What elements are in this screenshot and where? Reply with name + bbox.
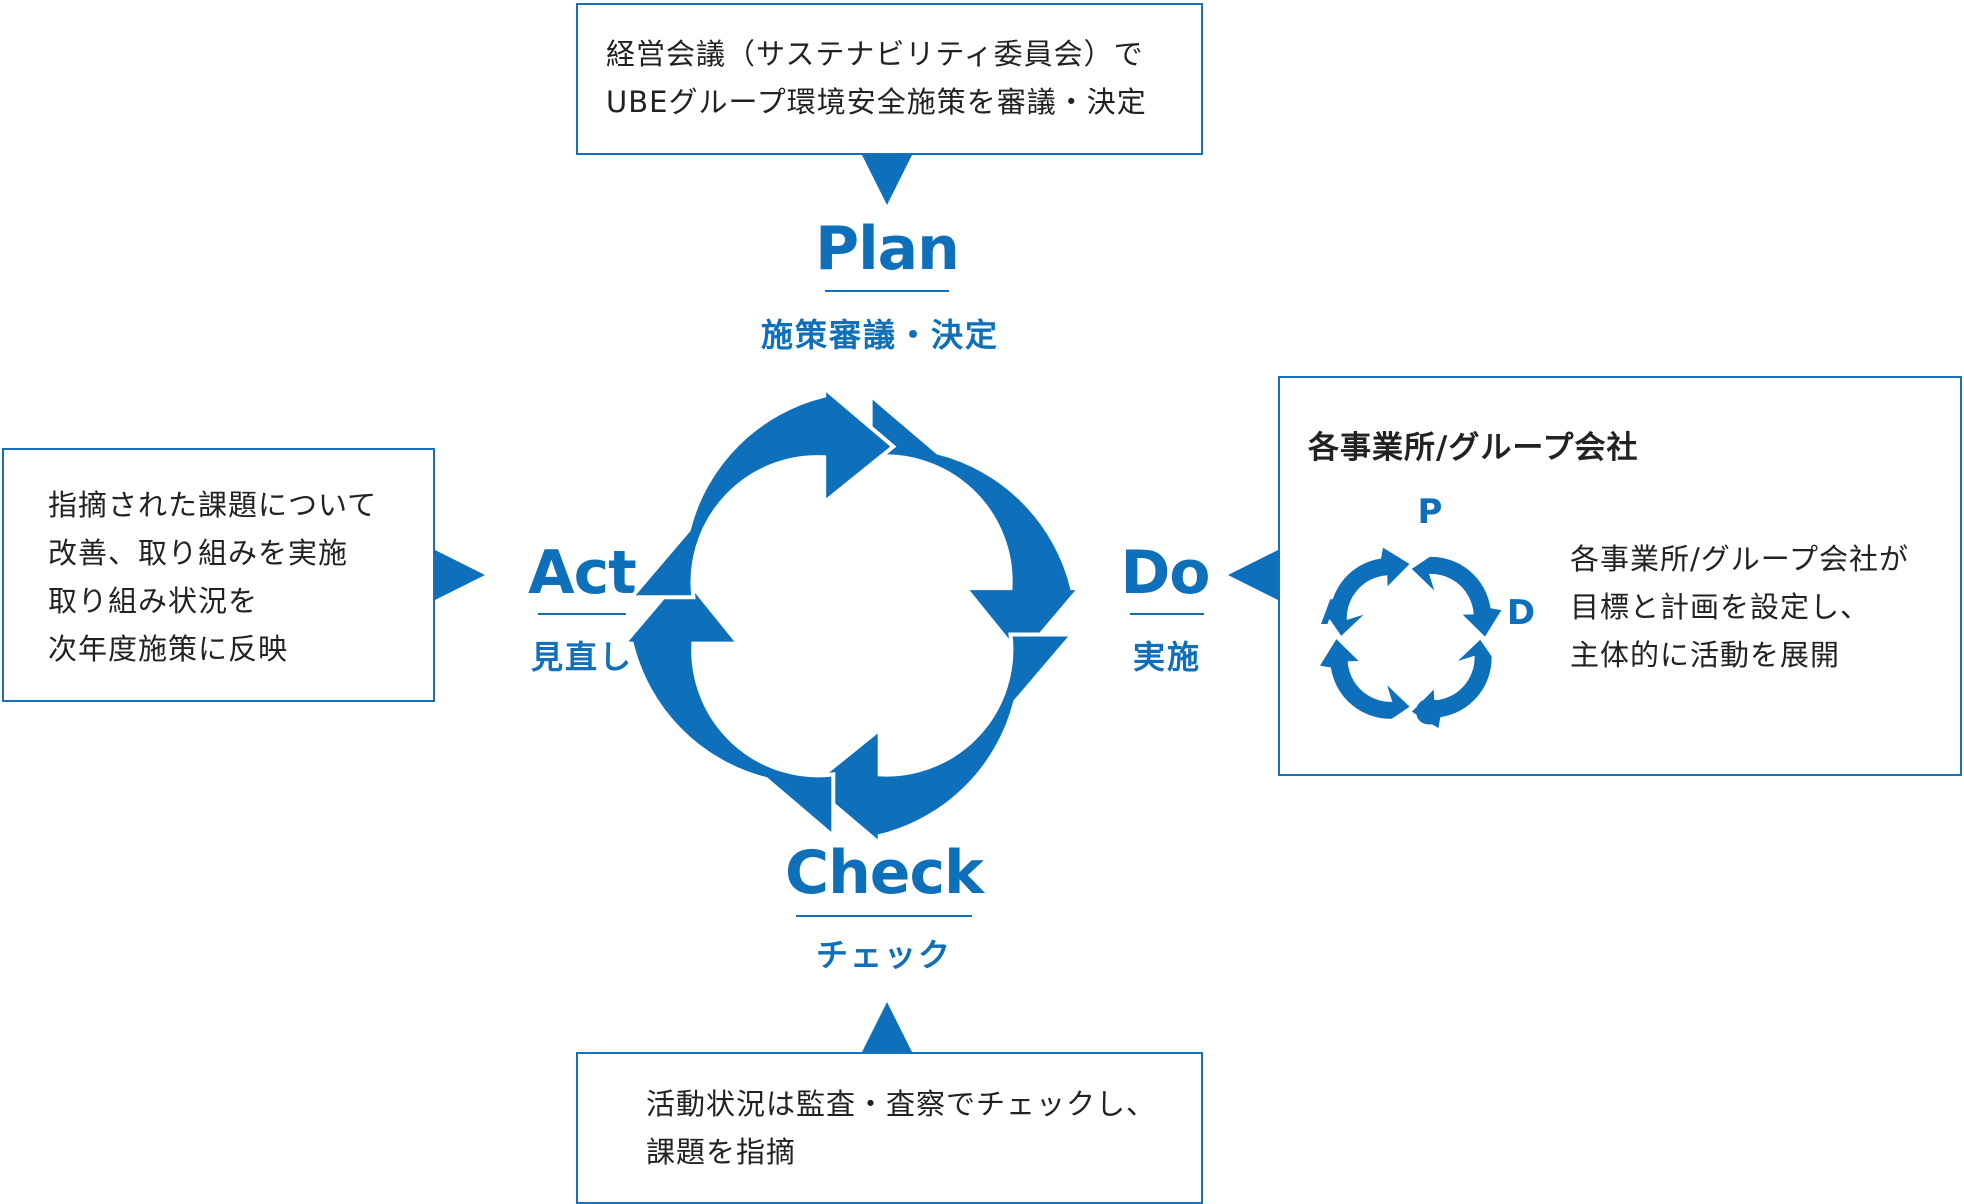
do-note-line-2: 目標と計画を設定し、 <box>1570 590 1871 624</box>
check-note-line-1: 活動状況は監査・査察でチェックし、 <box>646 1087 1157 1121</box>
act-note-line-4: 次年度施策に反映 <box>48 632 289 666</box>
mini-cycle-label-c: C <box>1414 693 1440 733</box>
check-pointer-arrow <box>862 1002 912 1052</box>
mini-arrow-a-p <box>1329 547 1410 636</box>
do-box-title: 各事業所/グループ会社 <box>1308 430 1639 466</box>
plan-note-line-2: UBEグループ環境安全施策を審議・決定 <box>606 85 1147 119</box>
mini-arrow-d-c <box>1411 639 1492 729</box>
act-note-box <box>2 448 435 702</box>
plan-note-text: 経営会議（サステナビリティ委員会）で UBEグループ環境安全施策を審議・決定 <box>606 30 1147 126</box>
do-subtitle: 実施 <box>1132 638 1202 676</box>
check-note-line-2: 課題を指摘 <box>646 1135 797 1169</box>
plan-note-box <box>576 3 1203 155</box>
act-pointer-arrow <box>435 550 485 600</box>
act-subtitle: 見直し <box>530 638 634 676</box>
plan-subtitle: 施策審議・決定 <box>760 316 1000 354</box>
act-title: Act <box>528 538 637 608</box>
mini-cycle-label-p: P <box>1417 492 1443 532</box>
act-note-text: 指摘された課題について 改善、取り組みを実施 取り組み状況を 次年度施策に反映 <box>48 481 377 673</box>
check-note-text: 活動状況は監査・査察でチェックし、 課題を指摘 <box>646 1080 1156 1176</box>
mini-cycle-label-d: D <box>1506 593 1536 633</box>
mini-arrow-p-d <box>1411 556 1502 637</box>
pdca-cycle-arrows <box>619 383 1085 849</box>
cycle-arrow-plan-do <box>868 391 1085 661</box>
mini-cycle-arrows <box>1320 547 1502 729</box>
do-note-line-1: 各事業所/グループ会社が <box>1570 542 1910 576</box>
do-pointer-arrow <box>1228 550 1278 600</box>
act-note-line-3: 取り組み状況を <box>48 584 259 618</box>
check-underline <box>796 915 972 917</box>
do-note-line-3: 主体的に活動を展開 <box>1570 638 1841 672</box>
plan-underline <box>825 290 949 292</box>
plan-pointer-arrow <box>862 155 912 205</box>
do-title: Do <box>1120 538 1210 608</box>
cycle-arrow-check-act <box>619 571 836 841</box>
plan-note-line-1: 経営会議（サステナビリティ委員会）で <box>606 37 1144 71</box>
mini-cycle-label-a: A <box>1320 593 1348 633</box>
check-subtitle: チェック <box>815 936 953 974</box>
cycle-arrow-do-check <box>807 632 1077 849</box>
mini-arrow-c-a <box>1320 639 1410 719</box>
cycle-arrow-act-plan <box>627 383 897 600</box>
act-underline <box>538 613 626 615</box>
act-note-line-2: 改善、取り組みを実施 <box>48 536 349 570</box>
check-title: Check <box>785 838 984 908</box>
check-note-box <box>576 1052 1203 1204</box>
do-underline <box>1130 613 1204 615</box>
act-note-line-1: 指摘された課題について <box>48 488 378 522</box>
do-note-text: 各事業所/グループ会社が 目標と計画を設定し、 主体的に活動を展開 <box>1570 535 1909 679</box>
plan-title: Plan <box>815 214 960 284</box>
